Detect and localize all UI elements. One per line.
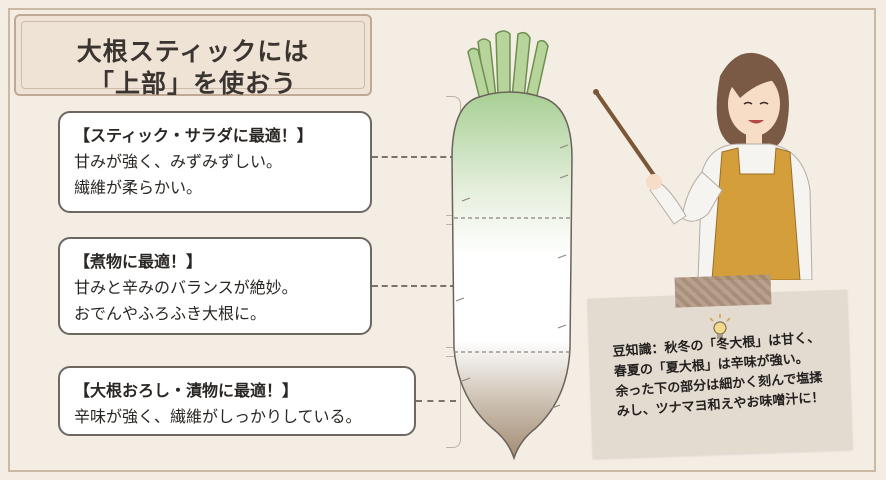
title-inner-border [21, 21, 365, 89]
section-line: おでんやふろふき大根に。 [74, 304, 267, 323]
radish-icon [451, 30, 573, 461]
page-frame [8, 8, 876, 472]
lightbulb-icon [709, 314, 731, 339]
connector-middle [372, 285, 456, 287]
tape-icon [674, 274, 772, 308]
section-line: 繊維が柔らかい。 [74, 178, 203, 197]
section-card-middle: 【煮物に最適！】 甘みと辛みのバランスが絶妙。 おでんやふろふき大根に。 [58, 237, 372, 335]
section-line: 辛味が強く、繊維がしっかりしている。 [74, 407, 362, 426]
section-heading: 【スティック・サラダに最適！】 [74, 126, 313, 145]
teacher-icon [593, 52, 813, 280]
section-line: 甘みと辛みのバランスが絶妙。 [74, 278, 298, 297]
title-box: 大根スティックには 「上部」を使おう [14, 14, 372, 98]
connector-top [372, 156, 456, 158]
section-card-top: 【スティック・サラダに最適！】 甘みが強く、みずみずしい。 繊維が柔らかい。 [58, 111, 372, 213]
title-line-1: 大根スティックには [76, 37, 310, 66]
section-line: 甘みが強く、みずみずしい。 [74, 152, 283, 171]
section-heading: 【煮物に最適！】 [74, 252, 203, 271]
section-heading: 【大根おろし・漬物に最適！】 [74, 381, 299, 400]
section-card-bottom: 【大根おろし・漬物に最適！】 辛味が強く、繊維がしっかりしている。 [58, 366, 416, 436]
connector-bottom [416, 400, 456, 402]
tip-text: 豆知識：秋冬の「冬大根」は甘く、 春夏の「夏大根」は辛味が強い。 余った下の部分… [612, 326, 857, 423]
bracket-bottom [446, 356, 461, 448]
title-line-2: 「上部」を使おう [88, 69, 297, 98]
